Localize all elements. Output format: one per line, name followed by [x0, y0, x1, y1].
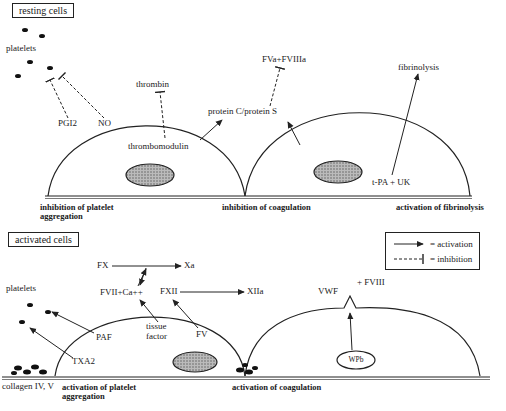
molecule-label: FX — [97, 261, 109, 271]
molecule-label: platelets — [6, 44, 36, 54]
molecule-label: tissue factor — [146, 322, 182, 342]
activation-arrow — [30, 328, 73, 358]
panel-caption: activation of coagulation — [232, 383, 342, 392]
molecule-label: Xa — [184, 261, 195, 271]
panel-title: activated cells — [15, 234, 72, 245]
activation-arrow — [140, 300, 158, 322]
panel-label: resting cells — [12, 3, 74, 18]
molecule-label: VWF — [318, 287, 338, 297]
reaction-arrows — [30, 68, 418, 358]
endothelial-cell — [245, 296, 480, 376]
panel-caption: inhibition of coagulation — [222, 203, 332, 212]
inhibition-arrow — [160, 92, 165, 138]
molecule-label: PGI2 — [58, 119, 77, 129]
molecule-label: thrombomodulin — [128, 142, 189, 152]
molecule-label: fibrinolysis — [398, 63, 439, 73]
legend-row: = inhibition — [392, 251, 473, 266]
panel-caption: activation of platelet aggregation — [62, 383, 172, 402]
nucleus — [173, 352, 217, 372]
basement-membrane — [45, 198, 472, 199]
activation-arrow — [52, 312, 94, 333]
nucleus — [126, 164, 174, 186]
panel-caption: activation of fibrinolysis — [396, 203, 496, 212]
activation-arrow — [112, 266, 181, 267]
molecule-label: FVa+FVIIIa — [262, 55, 306, 65]
molecule-label: collagen IV, V — [2, 382, 54, 392]
molecule-label: + FVIII — [357, 278, 385, 288]
molecule-label: XIIa — [247, 287, 264, 297]
activation-arrow — [392, 74, 418, 175]
legend-sample — [392, 238, 426, 250]
activation-arrow — [140, 268, 146, 285]
molecule-label: platelets — [6, 284, 36, 294]
legend-sample — [392, 253, 426, 265]
inhibition-arrow — [270, 68, 280, 106]
platelets — [11, 28, 258, 375]
molecule-label: thrombin — [136, 80, 169, 90]
panel-label: activated cells — [8, 232, 79, 247]
molecule-label: WPb — [349, 356, 364, 364]
activation-arrow — [138, 269, 146, 286]
endothelial-cell — [245, 113, 470, 196]
activation-arrow — [288, 122, 300, 145]
basement-membrane — [2, 379, 490, 380]
molecule-label: t-PA + UK — [372, 178, 410, 188]
activation-arrow — [173, 300, 198, 328]
molecule-label: FV — [196, 330, 208, 340]
basement-membrane — [45, 195, 472, 196]
activation-arrow — [350, 313, 352, 350]
cells — [2, 113, 490, 380]
legend-row: = activation — [392, 236, 473, 251]
legend-text: = activation — [430, 239, 473, 249]
inhibition-arrow — [62, 76, 104, 118]
inhibition-arrow — [50, 80, 68, 118]
molecule-label: FVII+Ca++ — [100, 288, 143, 298]
molecule-label: TXA2 — [72, 357, 95, 367]
endothelial-cell — [48, 126, 245, 196]
weibel-palade-body — [337, 351, 375, 369]
basement-membrane — [2, 376, 490, 377]
molecule-label: NO — [98, 119, 111, 129]
activation-arrow — [200, 120, 222, 140]
panel-caption: inhibition of platelet aggregation — [40, 203, 150, 222]
nucleus — [314, 161, 362, 183]
activation-arrow — [180, 292, 244, 293]
molecule-label: PAF — [96, 333, 112, 343]
panel-title: resting cells — [19, 5, 67, 16]
legend-text: = inhibition — [430, 254, 472, 264]
molecule-label: FXII — [160, 287, 178, 297]
legend-box: = activation = inhibition — [385, 232, 480, 270]
endothelial-cell — [55, 317, 245, 376]
molecule-label: protein C/protein S — [208, 107, 277, 117]
